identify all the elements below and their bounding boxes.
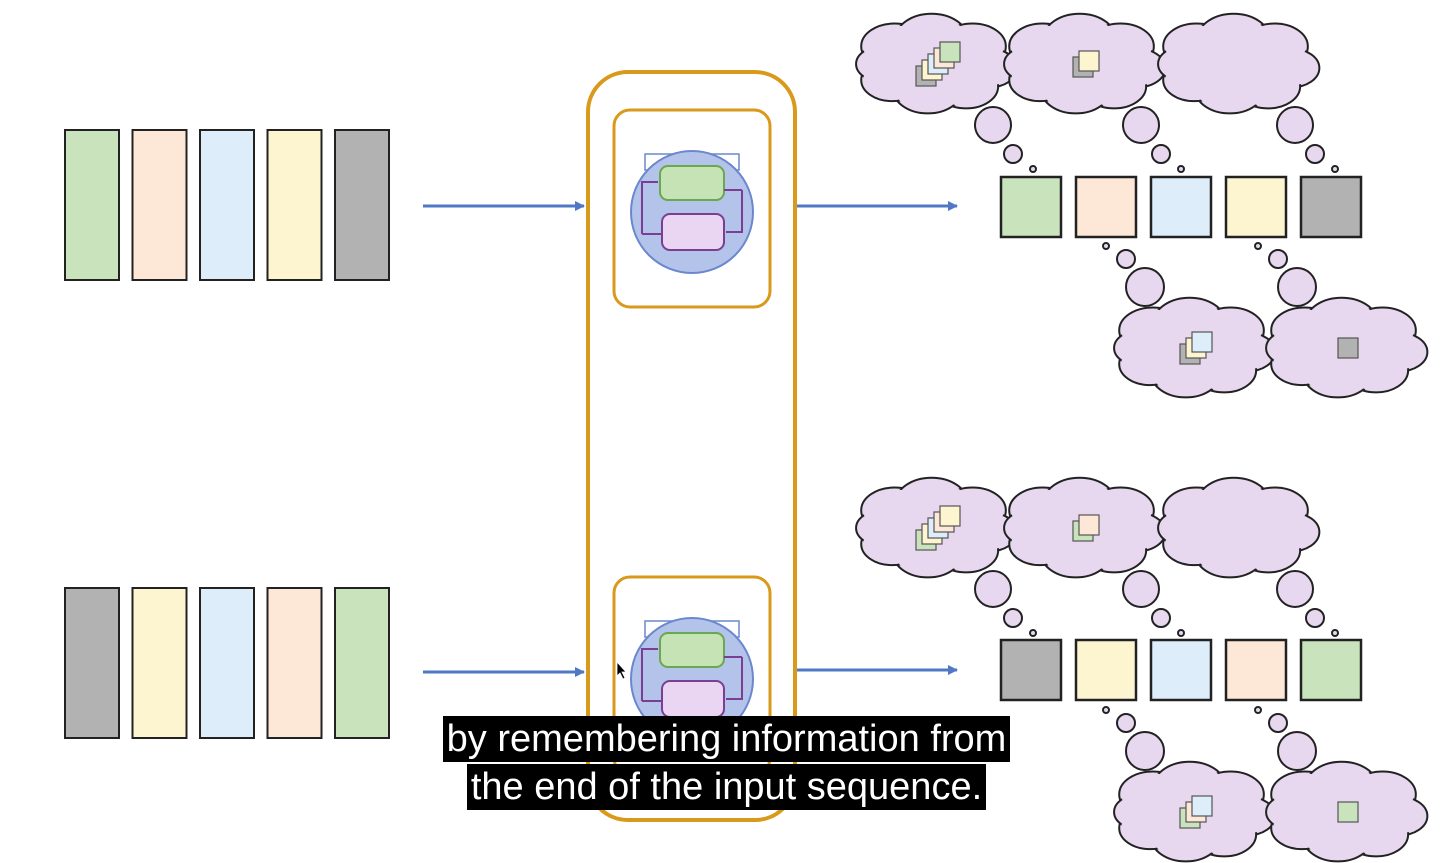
cell-loop-right <box>726 657 743 700</box>
output-token-yellow <box>1224 175 1288 239</box>
cell-purple-block <box>661 213 725 251</box>
thought-bubble-dot <box>1254 242 1262 250</box>
input-token-peach <box>266 587 323 739</box>
output-token-green <box>1299 638 1363 702</box>
output-token-peach <box>1074 175 1138 239</box>
input-token-peach <box>131 129 188 281</box>
thought-bubble-dot <box>1125 267 1165 307</box>
memory-cloud-above <box>1003 12 1167 115</box>
memory-square-yellow <box>939 505 961 527</box>
memory-cloud-above <box>1157 476 1321 579</box>
cell-green-block <box>659 632 725 668</box>
thought-bubble-dot <box>974 570 1012 608</box>
memory-cloud-below <box>1113 296 1277 399</box>
rnn-container <box>586 70 797 822</box>
cloud-core <box>1186 499 1294 557</box>
thought-bubble-dot <box>1151 144 1171 164</box>
memory-cloud-below <box>1265 760 1429 863</box>
input-token-green <box>64 129 120 281</box>
cell-green-block <box>659 165 725 201</box>
output-token-gray <box>999 638 1063 702</box>
cell-loop-right <box>726 190 743 233</box>
thought-bubble-dot <box>1151 608 1171 628</box>
input-token-blue <box>199 587 255 739</box>
memory-thought-clouds <box>855 12 1429 863</box>
output-token-peach <box>1224 638 1288 702</box>
cell-loop-left <box>641 181 658 234</box>
memory-square-yellow <box>1078 50 1100 72</box>
thought-bubble-dot <box>1277 267 1317 307</box>
thought-bubble-dot <box>1305 608 1325 628</box>
caption-line-2: the end of the input sequence. <box>466 764 987 810</box>
bottom-rnn-cell-icon <box>630 617 754 741</box>
thought-bubble-dot <box>1122 106 1160 144</box>
thought-bubble-dot <box>1102 242 1110 250</box>
thought-bubble-dot <box>1276 570 1314 608</box>
memory-cloud-below <box>1265 296 1429 399</box>
thought-bubble-dot <box>1177 165 1185 173</box>
subtitle-caption: by remembering information from <box>0 716 1453 762</box>
thought-bubble-dot <box>1331 629 1339 637</box>
output-token-blue <box>1149 638 1213 702</box>
output-token-yellow <box>1074 638 1138 702</box>
thought-bubble-dot <box>1254 706 1262 714</box>
cloud-core <box>1186 35 1294 93</box>
thought-bubble-dot <box>1268 713 1288 733</box>
memory-square-green <box>1337 801 1359 823</box>
thought-bubble-dot <box>1177 629 1185 637</box>
thought-bubble-dot <box>1276 106 1314 144</box>
input-token-yellow <box>266 129 323 281</box>
cell-purple-block <box>661 680 725 718</box>
memory-cloud-below <box>1113 760 1277 863</box>
input-token-yellow <box>131 587 188 739</box>
thought-bubble-dot <box>1029 629 1037 637</box>
memory-cloud-above <box>855 12 1019 115</box>
memory-square-peach <box>1078 514 1100 536</box>
output-token-blue <box>1149 175 1213 239</box>
input-token-green <box>334 587 390 739</box>
thought-bubble-dot <box>1003 608 1023 628</box>
input-token-gray <box>334 129 390 281</box>
memory-cloud-above <box>1157 12 1321 115</box>
output-token-gray <box>1299 175 1363 239</box>
input-sequences <box>64 129 390 739</box>
caption-line-1: by remembering information from <box>442 716 1011 762</box>
memory-cloud-above <box>1003 476 1167 579</box>
memory-cloud-above <box>855 476 1019 579</box>
input-token-blue <box>199 129 255 281</box>
cell-loop-left <box>641 648 658 701</box>
memory-square-green <box>939 41 961 63</box>
output-sequences <box>999 175 1363 702</box>
thought-bubble-dot <box>1003 144 1023 164</box>
thought-bubble-dot <box>1268 249 1288 269</box>
memory-square-gray <box>1337 337 1359 359</box>
output-token-green <box>999 175 1063 239</box>
thought-bubble-dot <box>1116 713 1136 733</box>
mouse-cursor-icon <box>616 660 627 680</box>
top-rnn-cell-box <box>612 108 772 309</box>
thought-bubble-dot <box>1125 731 1165 771</box>
input-token-gray <box>64 587 120 739</box>
memory-square-blue <box>1191 331 1213 353</box>
thought-bubble-dot <box>1122 570 1160 608</box>
thought-bubble-dot <box>1305 144 1325 164</box>
thought-bubble-dot <box>1029 165 1037 173</box>
thought-bubble-dot <box>1102 706 1110 714</box>
top-rnn-cell-icon <box>630 150 754 274</box>
memory-square-blue <box>1191 795 1213 817</box>
thought-bubble-dot <box>974 106 1012 144</box>
thought-bubble-dot <box>1116 249 1136 269</box>
thought-bubble-dot <box>1331 165 1339 173</box>
thought-bubble-dot <box>1277 731 1317 771</box>
